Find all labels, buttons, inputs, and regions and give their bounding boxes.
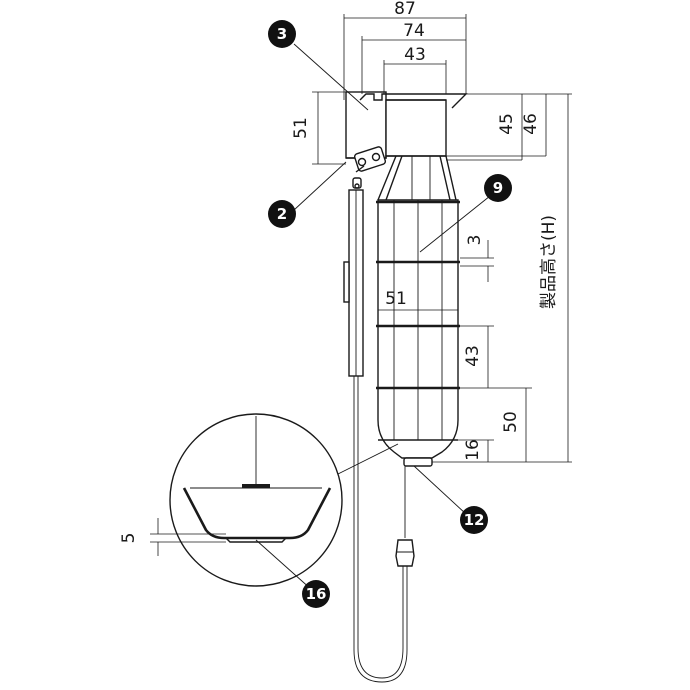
lamp-cage	[376, 155, 460, 467]
dim-51-left: 51	[291, 117, 311, 139]
rail-top	[359, 93, 468, 109]
callout-12: 12	[460, 506, 488, 534]
dim-46: 46	[521, 113, 541, 135]
dim-3: 3	[465, 235, 485, 246]
bottom-cap	[403, 457, 433, 467]
dimension-lines	[150, 14, 572, 556]
svg-text:16: 16	[306, 585, 327, 603]
dim-87: 87	[394, 0, 416, 19]
dim-50: 50	[501, 411, 521, 433]
detail-view	[169, 413, 399, 587]
callout-2: 2	[268, 200, 296, 228]
callout-leaders	[255, 43, 491, 591]
cord-outer	[353, 376, 408, 683]
callout-16: 16	[302, 580, 330, 608]
canopy-box	[385, 99, 447, 157]
swivel-joint	[353, 146, 387, 173]
dim-45: 45	[497, 113, 517, 135]
pull-knob	[395, 539, 415, 567]
svg-text:9: 9	[493, 179, 503, 197]
dim-51-mid: 51	[385, 289, 407, 309]
ceiling-mount	[345, 91, 468, 173]
svg-text:2: 2	[277, 205, 287, 223]
dim-16: 16	[463, 439, 483, 461]
svg-text:3: 3	[277, 25, 287, 43]
hanging-rod	[343, 177, 364, 377]
product-height-label: 製品高さ(H)	[539, 215, 559, 309]
callout-3: 3	[268, 20, 296, 48]
dim-74: 74	[403, 21, 425, 41]
side-plate	[345, 91, 387, 159]
dim-43-mid: 43	[463, 345, 483, 367]
callout-9: 9	[484, 174, 512, 202]
svg-text:12: 12	[464, 511, 485, 529]
dim-5: 5	[119, 533, 139, 544]
dim-43-top: 43	[404, 45, 426, 65]
